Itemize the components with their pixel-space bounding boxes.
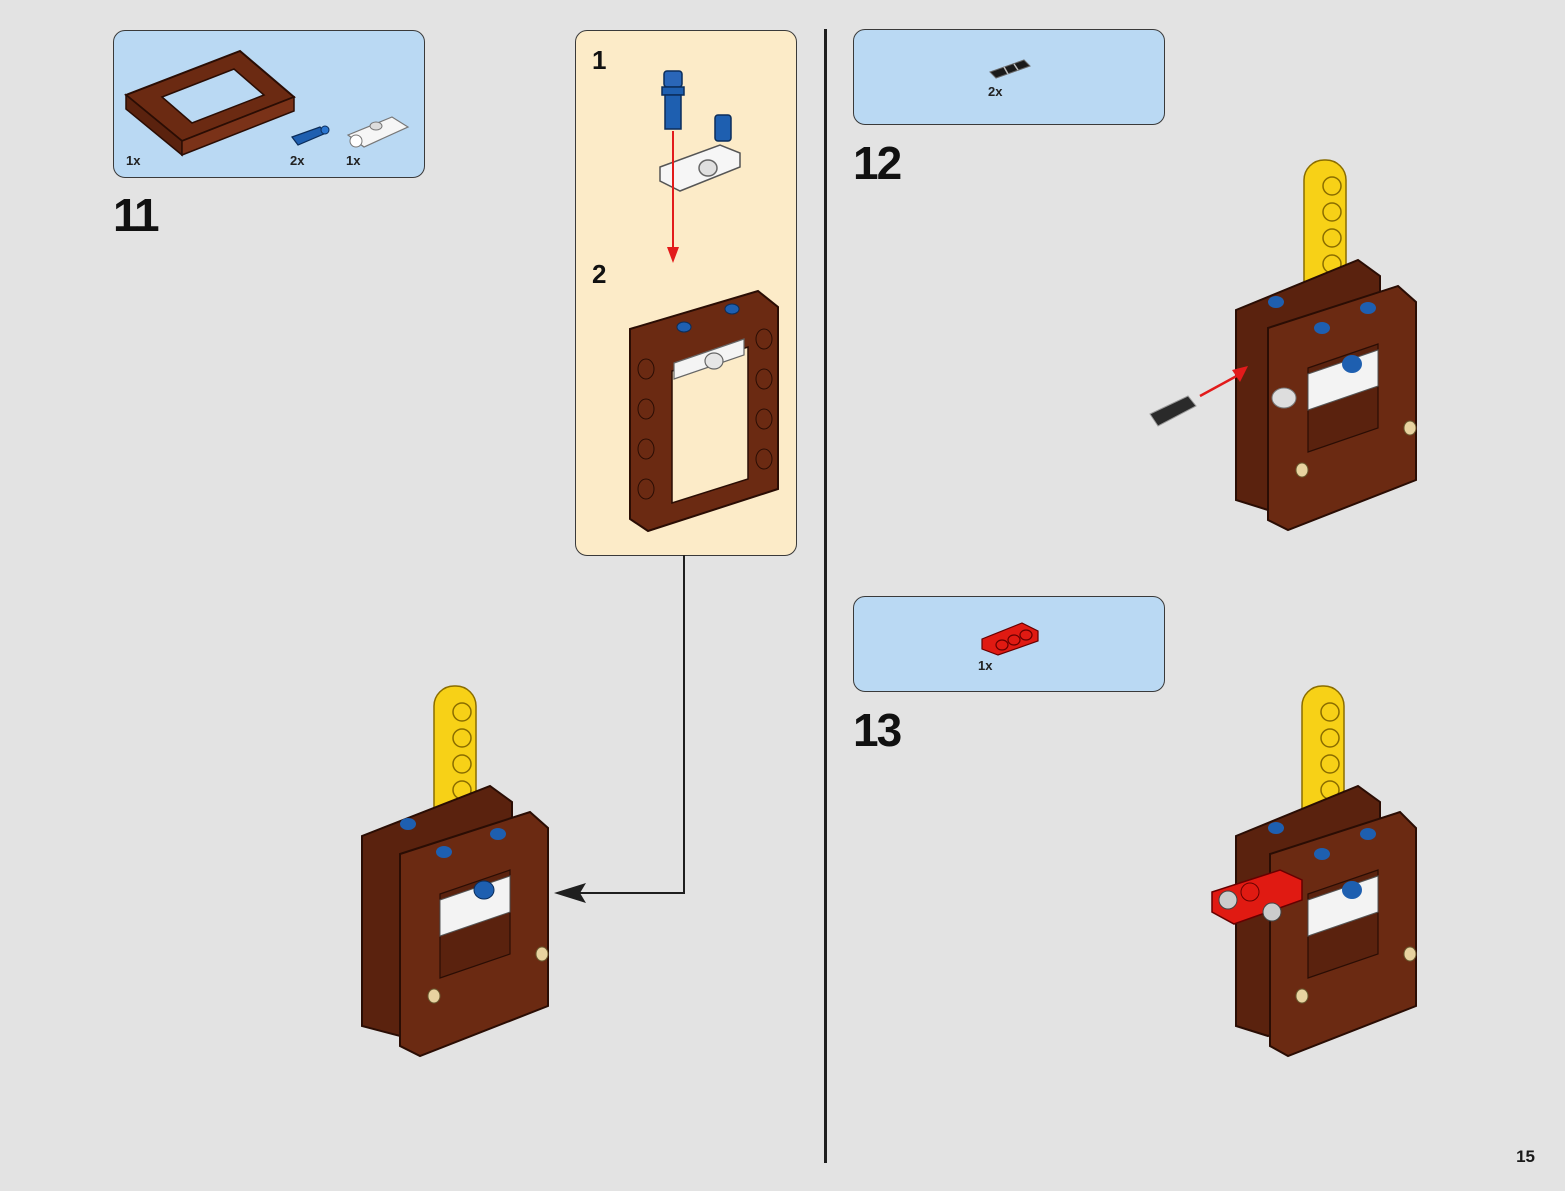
substep-number: 1 (592, 45, 607, 75)
step-number: 11 (113, 189, 160, 241)
step-number: 12 (853, 137, 902, 189)
step-13-parts-box: 1x (853, 596, 1165, 692)
step-11-model-illustration (361, 685, 549, 1058)
step-13-model-illustration (1211, 685, 1417, 1058)
step-12-model-illustration (1149, 159, 1417, 532)
callout-arrow (554, 555, 685, 903)
white-connector-part-icon (346, 116, 410, 148)
red-3-beam-part-icon (981, 622, 1039, 656)
substep-number: 2 (592, 259, 607, 289)
sub-assembly-box: 1 2 (575, 30, 797, 556)
black-pin-connector-part-icon (989, 59, 1031, 79)
part-qty: 1x (978, 658, 993, 673)
brown-frame-part-icon (124, 49, 296, 157)
part-qty: 2x (988, 84, 1003, 99)
part-qty: 1x (346, 153, 361, 168)
part-qty: 2x (290, 153, 305, 168)
page-number: 15 (1516, 1147, 1535, 1166)
arrow-head (667, 247, 679, 263)
blue-pin-part-icon (291, 125, 330, 146)
part-qty: 1x (126, 153, 141, 168)
step-number: 13 (853, 704, 902, 756)
column-divider (824, 29, 827, 1163)
step-11-parts-box: 1x 2x 1x (113, 30, 425, 178)
step-12-parts-box: 2x (853, 29, 1165, 125)
substep-2-illustration (629, 289, 779, 533)
substep-1-illustration (659, 70, 741, 263)
